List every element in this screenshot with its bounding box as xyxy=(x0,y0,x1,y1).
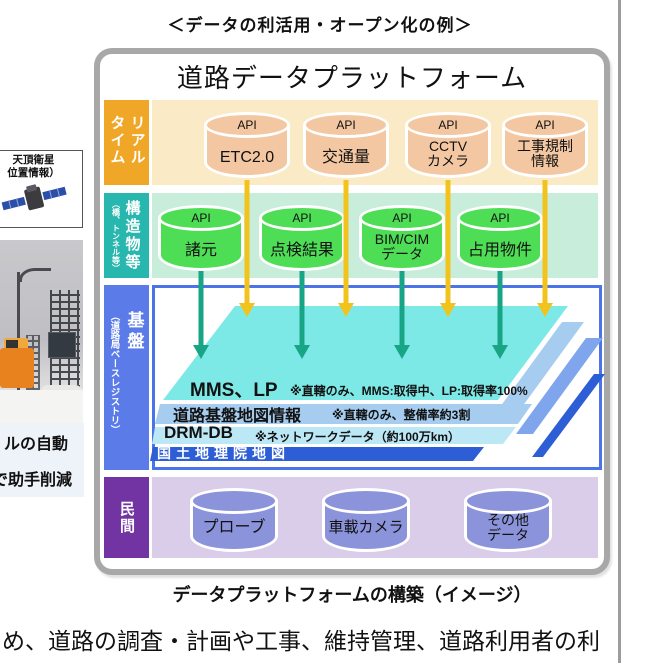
row-label-private: 民間 xyxy=(104,477,149,558)
cylinder-occupancy-property: API 占用物件 xyxy=(457,205,543,271)
photo-snow-ground xyxy=(0,390,83,423)
api-label: API xyxy=(158,205,244,231)
cylinder-top xyxy=(322,488,410,514)
row-label-structures-text: 構造物等 xyxy=(123,199,141,272)
cylinder-name: CCTV カメラ xyxy=(427,137,469,170)
figure-title: ＜データの利活用・オープン化の例＞ xyxy=(167,16,473,35)
layer-name-gsi-map: 国土地理院地図 xyxy=(157,445,290,461)
layer-name-drm-db: DRM-DB xyxy=(164,423,233,442)
left-text-callout: ルの自動 で助手削減 xyxy=(0,423,84,497)
api-label: API xyxy=(457,205,543,231)
api-label: API xyxy=(204,112,290,138)
left-text-fragment-1: ルの自動 xyxy=(4,436,69,453)
layer-name-mms-lp: MMS、LP xyxy=(190,380,278,401)
cylinder-etc2-0: API ETC2.0 xyxy=(204,112,290,178)
platform-caption: データプラットフォームの構築（イメージ） xyxy=(172,585,532,605)
row-label-base: 基盤 （道路局ベースレジストリ） xyxy=(104,285,149,470)
left-text-fragment-2: で助手削減 xyxy=(0,472,73,489)
satellite-caption: 天頂衛星 位置情報） xyxy=(7,154,60,179)
cylinder-top xyxy=(464,488,552,514)
layer-note-mms-lp: ※直轄のみ、MMS:取得中、LP:取得率100% xyxy=(290,384,528,398)
cylinder-name: 占用物件 xyxy=(467,242,532,260)
row-label-base-subtext: （道路局ベースレジストリ） xyxy=(108,311,120,435)
cylinder-name: 車載カメラ xyxy=(328,519,404,537)
cylinder-name: ETC2.0 xyxy=(219,149,275,167)
cylinder-other-data: その他 データ xyxy=(464,488,552,552)
cylinder-name: BIM/CIM データ xyxy=(374,230,430,263)
page-divider-line xyxy=(618,0,621,663)
api-label: API xyxy=(259,205,345,231)
cylinder-top xyxy=(190,488,278,514)
api-label: API xyxy=(359,205,445,231)
cylinder-bim-cim-data: API BIM/CIM データ xyxy=(359,205,445,271)
photo-truck-body xyxy=(0,348,34,388)
row-label-structures: 構造物等 （橋、トンネル等） xyxy=(104,193,149,278)
layer-note-road-base-map: ※直轄のみ、整備率約3割 xyxy=(332,408,471,422)
cylinder-name: 交通量 xyxy=(321,149,370,167)
cylinder-onboard-camera: 車載カメラ xyxy=(322,488,410,552)
photo-truck-window xyxy=(6,340,18,348)
row-label-realtime-text: リアルタイム xyxy=(108,114,146,166)
satellite-icon xyxy=(0,184,68,212)
snow-plow-photo xyxy=(0,240,83,423)
cylinder-traffic-volume: API 交通量 xyxy=(303,112,389,178)
row-label-base-text: 基盤 xyxy=(124,311,144,353)
cylinder-name: 諸元 xyxy=(184,242,217,260)
row-label-structures-subtext: （橋、トンネル等） xyxy=(111,199,121,272)
photo-road-sign xyxy=(48,332,76,358)
platform-heading: 道路データプラットフォーム xyxy=(176,63,528,93)
body-text-line: め、道路の調査・計画や工事、維持管理、道路利用者の利 xyxy=(2,628,600,654)
satellite-callout-box: 天頂衛星 位置情報） xyxy=(0,150,83,228)
cylinder-name: プローブ xyxy=(202,519,266,537)
api-label: API xyxy=(502,112,588,138)
row-label-private-text: 民間 xyxy=(118,500,135,535)
cylinder-name: 点検結果 xyxy=(269,242,334,260)
cylinder-name: その他 データ xyxy=(487,511,529,544)
cylinder-name: 工事規制 情報 xyxy=(517,137,573,170)
photo-streetlight-arm xyxy=(19,268,51,282)
cylinder-cctv-camera: API CCTV カメラ xyxy=(405,112,491,178)
api-label: API xyxy=(405,112,491,138)
api-label: API xyxy=(303,112,389,138)
cylinder-construction-regulation-info: API 工事規制 情報 xyxy=(502,112,588,178)
cylinder-probe: プローブ xyxy=(190,488,278,552)
cylinder-inspection-results: API 点検結果 xyxy=(259,205,345,271)
cylinder-specifications: API 諸元 xyxy=(158,205,244,271)
row-label-realtime: リアルタイム xyxy=(104,100,149,185)
